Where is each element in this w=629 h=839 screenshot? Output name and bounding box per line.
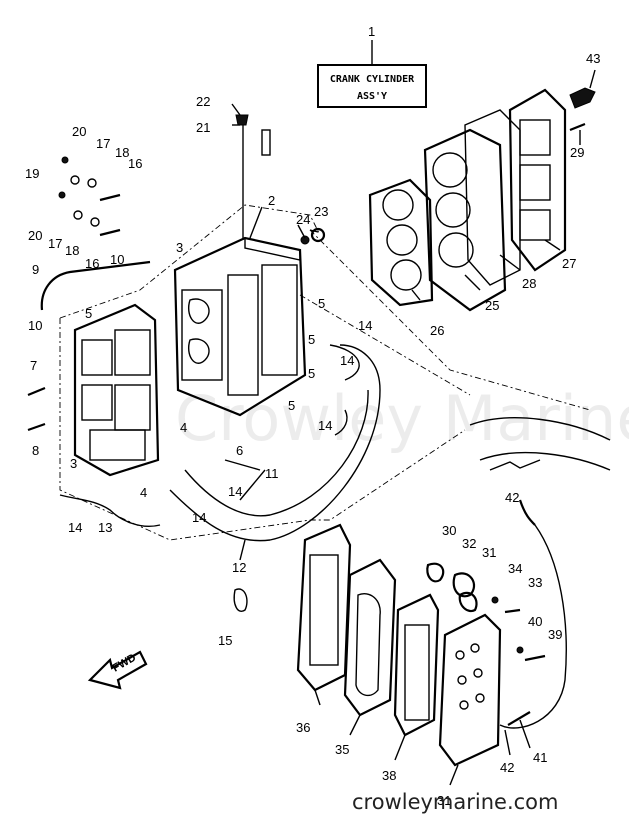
callout: 31 <box>437 793 451 808</box>
callout: 33 <box>528 575 542 590</box>
callout: 14 <box>68 520 82 535</box>
callout: 16 <box>85 256 99 271</box>
callout: 18 <box>65 243 79 258</box>
callout: 9 <box>32 262 39 277</box>
callout: 1 <box>368 24 375 39</box>
callout: 27 <box>562 256 576 271</box>
exhaust-covers <box>296 523 502 767</box>
callout: 40 <box>528 614 542 629</box>
callout: 35 <box>335 742 349 757</box>
callout: 23 <box>314 204 328 219</box>
callout: 29 <box>570 145 584 160</box>
callout: 12 <box>232 560 246 575</box>
callout: 14 <box>340 353 354 368</box>
callout: 5 <box>288 398 295 413</box>
callout: 14 <box>192 510 206 525</box>
cylinder-block <box>73 303 160 477</box>
callout: 6 <box>236 443 243 458</box>
watermark-text: Crowley Marine <box>175 382 629 455</box>
callout: 26 <box>430 323 444 338</box>
callout: 18 <box>115 145 129 160</box>
hose-lines <box>40 260 567 729</box>
reference-arc <box>469 417 611 471</box>
title-line-1: CRANK CYLINDER <box>330 74 415 85</box>
callout: 25 <box>485 298 499 313</box>
callout: 13 <box>98 520 112 535</box>
callout: 20 <box>28 228 42 243</box>
leader-lines <box>224 69 596 786</box>
callout-labels: 1 2 3 3 4 4 5 5 5 5 5 6 7 8 9 10 10 11 1… <box>25 24 600 808</box>
callout: 22 <box>196 94 210 109</box>
assembly-outline <box>59 204 591 541</box>
callout: 14 <box>358 318 372 333</box>
callout: 20 <box>72 124 86 139</box>
callout: 5 <box>318 296 325 311</box>
head-cover <box>464 88 567 286</box>
callout: 15 <box>218 633 232 648</box>
callout: 14 <box>228 484 242 499</box>
callout: 38 <box>382 768 396 783</box>
callout: 5 <box>85 306 92 321</box>
callout: 28 <box>522 276 536 291</box>
cylinder-head <box>423 128 507 312</box>
callout: 21 <box>196 120 210 135</box>
callout: 32 <box>462 536 476 551</box>
callout: 24 <box>296 212 310 227</box>
callout: 19 <box>25 166 39 181</box>
callout: 30 <box>442 523 456 538</box>
callout: 10 <box>110 252 124 267</box>
callout: 5 <box>308 332 315 347</box>
callout: 42 <box>505 490 519 505</box>
callout: 11 <box>265 466 279 481</box>
callout: 4 <box>140 485 147 500</box>
head-gasket <box>368 178 434 307</box>
crankcase <box>173 120 307 417</box>
callout: 17 <box>48 236 62 251</box>
callout: 39 <box>548 627 562 642</box>
callout: 14 <box>318 418 332 433</box>
callout: 8 <box>32 443 39 458</box>
callout: 43 <box>586 51 600 66</box>
callout: 2 <box>268 193 275 208</box>
callout: 3 <box>176 240 183 255</box>
small-parts <box>27 87 596 726</box>
callout: 42 <box>500 760 514 775</box>
callout: 34 <box>508 561 522 576</box>
callout: 5 <box>308 366 315 381</box>
title-box: CRANK CYLINDER ASS'Y <box>317 40 427 108</box>
fwd-arrow-icon: FWD <box>87 650 148 690</box>
callout: 36 <box>296 720 310 735</box>
callout: 31 <box>482 545 496 560</box>
callout: 4 <box>180 420 187 435</box>
callout: 10 <box>28 318 42 333</box>
callout: 16 <box>128 156 142 171</box>
callout: 3 <box>70 456 77 471</box>
title-line-2: ASS'Y <box>357 91 387 102</box>
callout: 17 <box>96 136 110 151</box>
callout: 41 <box>533 750 547 765</box>
callout: 7 <box>30 358 37 373</box>
footer-credit: crowleymarine.com <box>352 790 558 814</box>
